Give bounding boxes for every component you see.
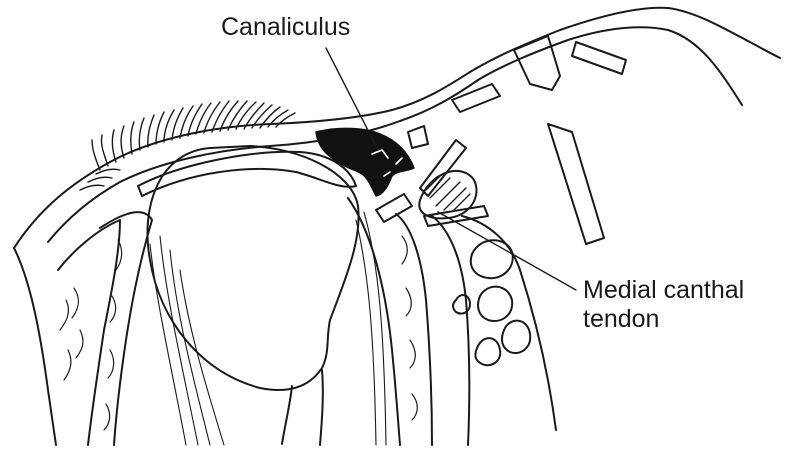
lateral-orbit-wall: [99, 211, 153, 446]
lacrimal-wall: [431, 215, 471, 446]
canaliculus-highlights: [371, 149, 403, 177]
tarsal-plate: [137, 150, 357, 197]
optic-stalk: [281, 385, 293, 445]
eyelashes: [79, 100, 296, 191]
canaliculus: [315, 127, 415, 197]
rectus-muscle-fibers: [149, 235, 225, 446]
canaliculus-leader-line: [325, 47, 377, 147]
lateral-muscle: [57, 219, 121, 446]
medial-column: [395, 213, 433, 446]
skin-contour: [13, 6, 781, 249]
globe: [146, 145, 360, 391]
lateral-muscle-fiber: [59, 287, 84, 381]
skin-contour-inner: [47, 26, 743, 243]
canaliculus-label: Canaliculus: [221, 13, 351, 41]
medial-canthal-tendon-label: Medial canthal tendon: [583, 276, 744, 334]
medial-canthal-tendon-label-line1: Medial canthal: [583, 276, 745, 304]
tendon-leader-line: [437, 211, 577, 291]
lateral-orbit-wall-inner: [103, 239, 123, 431]
ethmoid-air-cells: [452, 239, 532, 367]
medial-column-inner: [401, 235, 418, 421]
lacrimal-sac-hatch: [425, 175, 471, 211]
posterior-wall: [461, 215, 557, 431]
medial-rectus: [347, 197, 401, 446]
bone-fragments: [375, 35, 627, 245]
optic-stalk: [319, 369, 324, 446]
lacrimal-sac: [418, 170, 478, 220]
medial-muscle-fibers: [355, 211, 387, 446]
lateral-tissue-outer: [13, 247, 57, 446]
medial-canthal-tendon-label-line2: tendon: [583, 304, 660, 333]
